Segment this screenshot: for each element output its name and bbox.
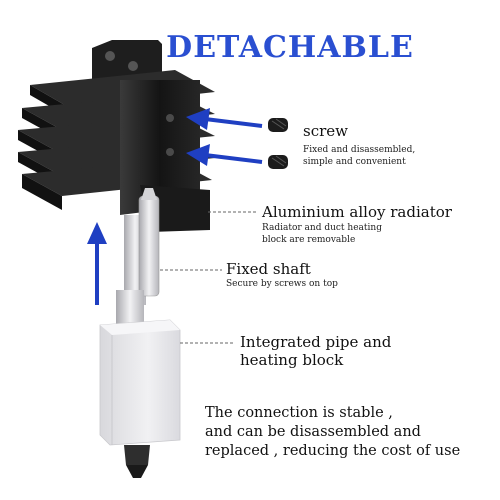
heat-break-tube (116, 188, 160, 330)
radiator-label: Aluminium alloy radiator (262, 203, 452, 221)
pipe-label-line-2: heating block (240, 351, 344, 369)
radiator-description-line-1: Radiator and duct heating (262, 223, 382, 233)
screw-label: screw (303, 122, 348, 140)
radiator-description-line-2: block are removable (262, 235, 356, 245)
heatsink (18, 40, 215, 232)
bottom-description-line-2: and can be disassembled and (205, 424, 421, 440)
shaft-description: Secure by screws on top (226, 279, 338, 289)
screw-icon (268, 118, 288, 132)
page-title: DETACHABLE (166, 30, 414, 65)
bottom-description-line-1: The connection is stable , (205, 405, 393, 421)
screw-description-line-1: Fixed and disassembled, (303, 145, 416, 155)
shaft-label: Fixed shaft (226, 260, 311, 278)
arrow-icon (186, 144, 263, 166)
screw-icon (268, 155, 288, 169)
heating-block (99, 319, 181, 478)
pipe-label-line-1: Integrated pipe and (240, 333, 392, 351)
arrow-icon (87, 222, 107, 305)
bottom-description: The connection is stable , and can be di… (205, 404, 495, 461)
arrow-icon (186, 108, 263, 130)
bottom-description-line-3: replaced , reducing the cost of use (205, 443, 461, 459)
screw-description-line-2: simple and convenient (303, 157, 406, 167)
